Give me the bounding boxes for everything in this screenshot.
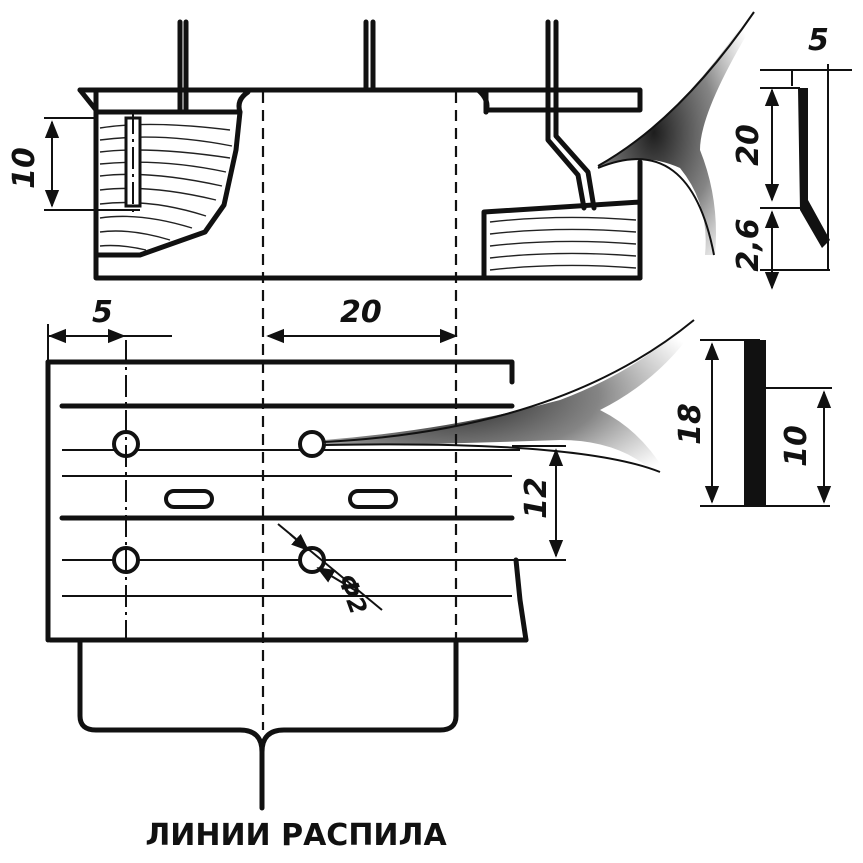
dim-right-profile-partial: 10 xyxy=(779,425,814,467)
right-wood-grain xyxy=(489,216,637,271)
hole-top-right xyxy=(298,430,326,458)
right-profile-section xyxy=(744,340,766,506)
top-profile-section xyxy=(798,88,830,248)
hole-diameter-arrow-a xyxy=(289,533,310,552)
leader-curve-b xyxy=(597,158,715,256)
dim-top-profile-width: 5 xyxy=(808,23,829,58)
hole-bottom-right xyxy=(298,546,326,574)
detail-leader-bottom xyxy=(324,318,698,474)
gap-right-edge xyxy=(475,87,490,115)
caption-cut-lines: ЛИНИИ РАСПИЛА xyxy=(145,818,447,853)
dim-top-profile-bend: 2,6 xyxy=(731,218,766,271)
cut-bracket-left xyxy=(77,637,265,755)
right-profile-detail: 18 10 xyxy=(673,339,832,507)
dim-hole-diameter: Ф2 xyxy=(332,570,372,618)
hole-diameter-arrow-b xyxy=(316,567,359,593)
dim-bottom-left-offset: 5 xyxy=(92,295,113,330)
top-section-view: 10 5 20 2,6 xyxy=(7,10,852,290)
gap-left-edge xyxy=(236,89,251,115)
slot-left xyxy=(164,489,214,509)
top-bar xyxy=(77,87,643,113)
leader-curve-c xyxy=(323,319,695,443)
detail-leader-top xyxy=(598,10,758,255)
bottom-plan-view: 5 20 xyxy=(45,295,832,811)
dim-right-profile-total: 18 xyxy=(673,403,708,445)
left-wood-grain xyxy=(99,123,233,251)
dim-top-profile-height: 20 xyxy=(731,124,766,166)
rod-right-bent-edge xyxy=(553,19,597,211)
strip-top-edge xyxy=(45,359,515,385)
right-wood-section xyxy=(481,199,643,281)
rod-right-bent xyxy=(545,19,587,211)
dim-bottom-row-gap: 12 xyxy=(519,477,554,519)
block-corner xyxy=(77,87,99,113)
left-wood-section xyxy=(93,109,243,258)
leader-curve-d xyxy=(323,443,661,473)
dim-bottom-spacing: 20 xyxy=(340,295,382,330)
dim-top-depth: 10 xyxy=(7,147,42,189)
strip-right-broken-edge xyxy=(513,557,529,643)
cut-bracket-right xyxy=(259,637,459,755)
top-profile-detail: 5 20 2,6 xyxy=(731,23,852,290)
slot-right xyxy=(348,489,398,509)
leader-curve-a xyxy=(597,11,755,167)
